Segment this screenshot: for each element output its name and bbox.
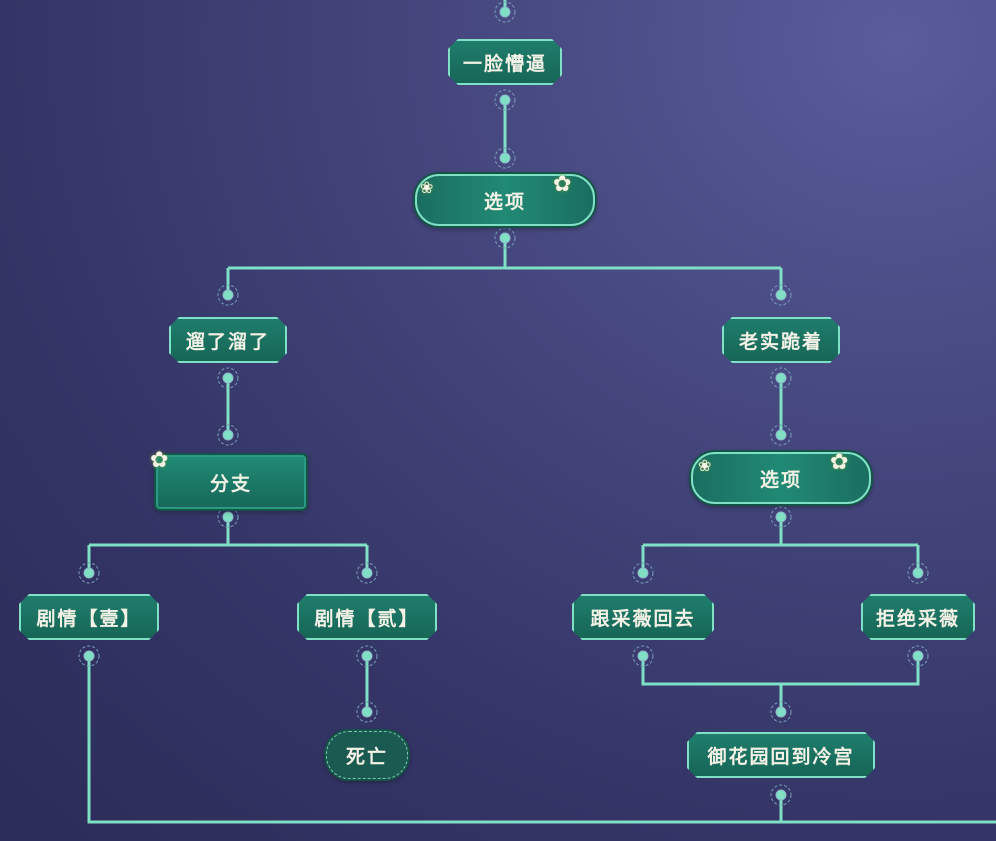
node-follow-caiwei[interactable]: 跟采薇回去 [572,594,714,640]
node-story-1[interactable]: 剧情【壹】 [19,594,159,640]
node-label: 老实跪着 [738,330,823,353]
node-branch[interactable]: 分支 [156,455,306,509]
lotus-icon: ✿ [830,450,849,475]
node-label: 剧情【贰】 [314,607,420,630]
node-label: 死亡 [345,745,388,768]
node-refuse-caiwei[interactable]: 拒绝采薇 [861,594,975,640]
node-label: 分支 [209,472,252,495]
lotus-bud-icon: ❀ [420,178,434,197]
node-label: 选项 [483,190,526,213]
node-label: 跟采薇回去 [590,607,696,630]
flower-icon: ✿ [150,448,169,473]
node-label: 剧情【壹】 [36,607,142,630]
node-label: 拒绝采薇 [875,607,960,630]
node-death[interactable]: 死亡 [326,731,408,779]
node-label: 选项 [759,468,802,491]
node-garden-return[interactable]: 御花园回到冷宫 [687,732,875,778]
node-story-2[interactable]: 剧情【贰】 [297,594,437,640]
node-option-right[interactable]: 选项 [691,452,871,504]
node-option-top[interactable]: 选项 [415,174,595,226]
lotus-icon: ✿ [553,172,572,197]
connector-dot [83,6,924,801]
lotus-bud-icon: ❀ [698,456,712,475]
node-kneel[interactable]: 老实跪着 [722,317,840,363]
node-label: 御花园回到冷宫 [707,745,855,768]
node-slip-away[interactable]: 遛了溜了 [169,317,287,363]
node-start[interactable]: 一脸懵逼 [448,39,562,85]
node-label: 遛了溜了 [185,330,270,353]
node-label: 一脸懵逼 [462,52,547,75]
